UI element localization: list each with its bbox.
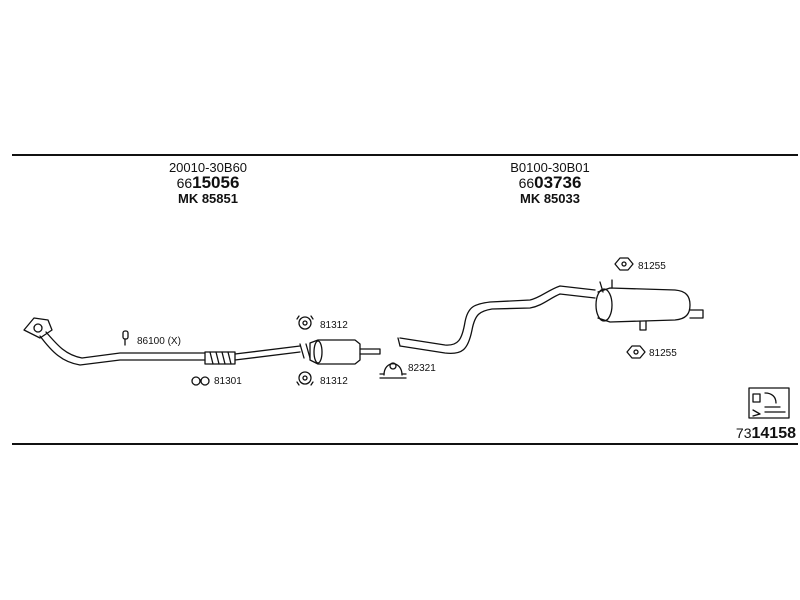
front-part-block: 20010-30B60 6615056 MK 85851	[128, 160, 288, 206]
rear-part-bold: 03736	[534, 173, 582, 192]
rear-oem-number: B0100-30B01	[510, 160, 590, 175]
front-part-number: 6615056	[128, 173, 288, 192]
clamp-label: 82321	[408, 363, 436, 374]
bolt-icon	[122, 330, 129, 346]
front-mk-number: MK 85851	[178, 191, 238, 206]
rear-hanger-bottom-icon	[626, 345, 646, 359]
pipe-joint-icon	[299, 343, 311, 359]
front-flange-icon	[23, 317, 53, 339]
hanger-bottom-label: 81312	[320, 376, 348, 387]
hanger-bottom-icon	[296, 371, 314, 386]
bolt-label: 86100 (X)	[137, 336, 181, 347]
mid-pipe-icon	[234, 345, 301, 361]
catalog-bold: 14158	[751, 425, 797, 442]
rear-hanger-top-icon	[614, 257, 634, 271]
rear-part-prefix: 66	[518, 175, 535, 191]
catalog-number: 7314158	[736, 425, 796, 443]
flex-pipe-icon	[204, 351, 236, 365]
intermediate-pipe-icon	[397, 285, 596, 355]
rear-part-number: 6603736	[470, 173, 630, 192]
rear-hanger-top-label: 81255	[638, 261, 666, 272]
hanger-top-label: 81312	[320, 320, 348, 331]
front-part-bold: 15056	[192, 173, 240, 192]
gasket-label: 81301	[214, 376, 242, 387]
front-silencer-icon	[309, 339, 381, 365]
front-oem-number: 20010-30B60	[168, 160, 248, 175]
rear-silencer-icon	[595, 279, 704, 331]
clamp-icon	[379, 362, 407, 379]
catalog-prefix: 73	[735, 425, 752, 441]
rear-mk-number: MK 85033	[520, 191, 580, 206]
rear-part-block: B0100-30B01 6603736 MK 85033	[470, 160, 630, 206]
gasket-icon	[191, 376, 210, 386]
top-rule	[12, 154, 798, 156]
front-part-prefix: 66	[176, 175, 193, 191]
bottom-rule	[12, 443, 798, 445]
rear-hanger-bottom-label: 81255	[649, 348, 677, 359]
catalog-symbol-icon	[748, 387, 790, 419]
front-pipe-icon	[39, 331, 206, 366]
hanger-top-icon	[296, 315, 314, 330]
